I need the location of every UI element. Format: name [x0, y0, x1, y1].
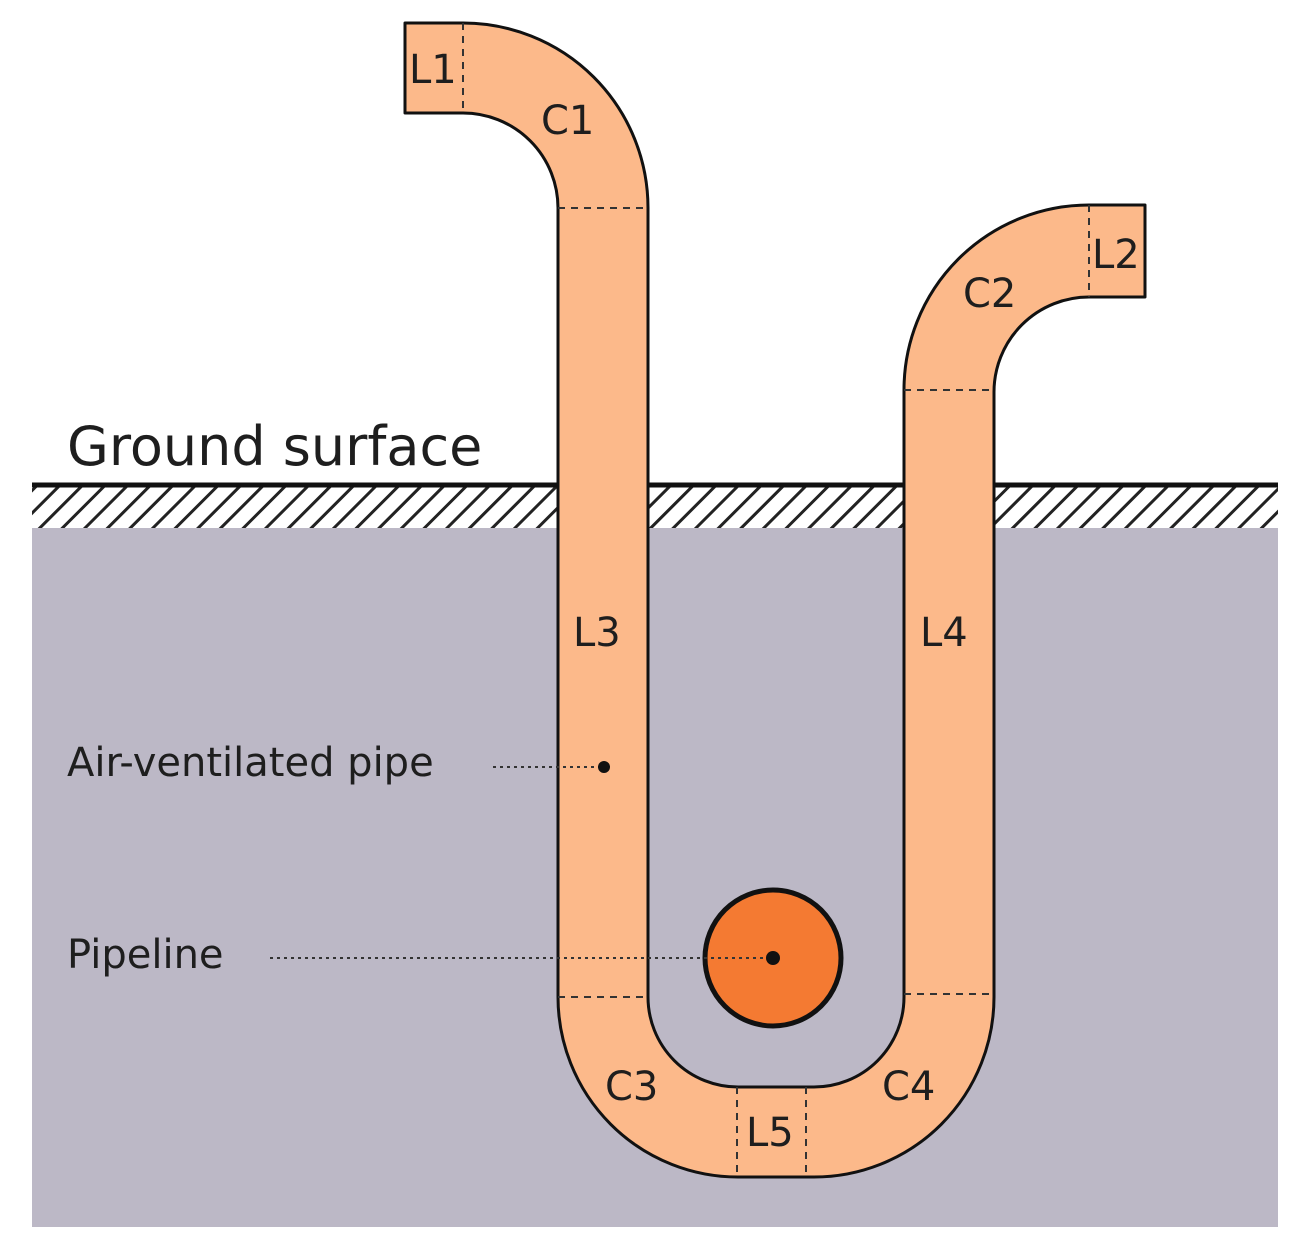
- segment-dividers: [462, 23, 1090, 1177]
- air-pipe-dot: [598, 761, 610, 773]
- segment-label-l3: L3: [573, 610, 621, 656]
- pipeline-dot: [766, 951, 780, 965]
- segment-label-l2: L2: [1092, 232, 1140, 278]
- ground-surface-label: Ground surface: [67, 415, 482, 478]
- pipeline-label: Pipeline: [67, 932, 224, 978]
- segment-label-l4: L4: [920, 610, 968, 656]
- segment-label-c2: C2: [963, 271, 1016, 317]
- segment-label-c1: C1: [541, 98, 594, 144]
- segment-label-l5: L5: [746, 1110, 794, 1156]
- ground-hatch: [32, 486, 1278, 528]
- air-ventilated-pipe-label: Air-ventilated pipe: [67, 740, 434, 786]
- segment-label-l1: L1: [409, 47, 457, 93]
- segment-label-c4: C4: [882, 1064, 935, 1110]
- segment-label-c3: C3: [605, 1064, 658, 1110]
